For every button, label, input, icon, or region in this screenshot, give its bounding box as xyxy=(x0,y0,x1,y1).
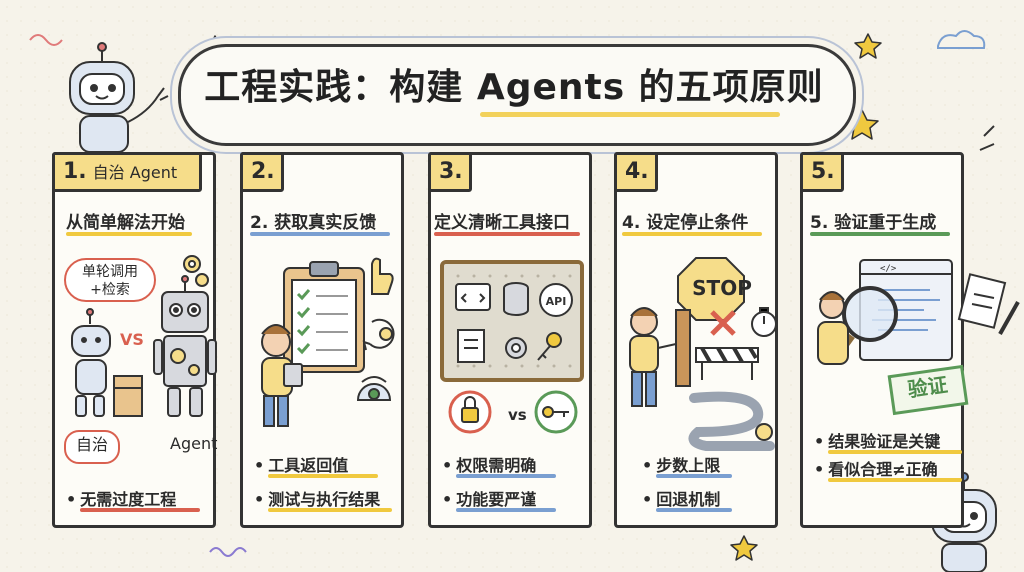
person-icon xyxy=(261,324,303,427)
panel-number: 1. xyxy=(63,159,87,184)
bullet-underline xyxy=(828,478,962,482)
panel-number: 3. xyxy=(439,159,463,184)
panel-4-heading: 4. 设定停止条件 xyxy=(622,213,749,233)
bullet-item: 权限需明确 xyxy=(442,452,536,476)
panel-number: 4. xyxy=(625,159,649,184)
bullet-item: 测试与执行结果 xyxy=(254,486,380,510)
panel-number: 2. xyxy=(251,159,275,184)
bullet-underline xyxy=(656,508,732,512)
panel-5-tab: 5. xyxy=(800,152,844,192)
box-icon xyxy=(113,375,143,417)
person-icon xyxy=(817,291,849,365)
bullet-item: 工具返回值 xyxy=(254,452,348,476)
gears-icon xyxy=(183,255,209,287)
panel-tab-label: 自治 Agent xyxy=(92,163,178,182)
robot-mascot-icon xyxy=(69,42,169,153)
small-robot-icon xyxy=(71,308,111,417)
clipboard-checklist-icon xyxy=(283,261,365,373)
single-call-label: 单轮调用 +检索 xyxy=(64,258,156,302)
bullet-underline xyxy=(456,474,556,478)
panel-number: 5. xyxy=(811,159,835,184)
squiggle-icon xyxy=(29,34,63,46)
agent-label: Agent xyxy=(170,434,218,453)
gear-icon xyxy=(505,337,527,359)
api-label: API xyxy=(546,295,567,308)
heading-underline xyxy=(66,232,192,236)
panel-5-illustration: </> xyxy=(817,259,1020,365)
thumbs-up-icon xyxy=(371,257,394,295)
key-icon xyxy=(537,332,562,361)
bullet-underline xyxy=(80,508,200,512)
vs-label: vs xyxy=(508,406,527,424)
star-icon xyxy=(730,535,758,561)
squiggle-icon xyxy=(209,547,247,557)
bullet-underline xyxy=(828,450,962,454)
stopwatch-icon xyxy=(751,307,777,337)
barrier-icon xyxy=(695,346,759,380)
heading-underline xyxy=(622,232,762,236)
code-icon xyxy=(455,283,491,311)
panel-4-tab: 4. xyxy=(614,152,658,192)
document-pen-icon xyxy=(957,273,1020,335)
panel-2-heading: 2. 获取真实反馈 xyxy=(250,213,377,233)
label-line: 单轮调用 xyxy=(82,264,138,280)
panel-4-illustration xyxy=(629,257,777,451)
vs-label: VS xyxy=(120,330,144,349)
bullet-item: 无需过度工程 xyxy=(66,486,176,510)
panel-3-illustration: API xyxy=(440,260,584,434)
big-robot-icon xyxy=(153,275,217,417)
bullet-underline xyxy=(656,474,732,478)
bullet-item: 回退机制 xyxy=(642,486,720,510)
panel-2-tab: 2. xyxy=(240,152,284,192)
bullet-underline xyxy=(456,508,556,512)
database-icon xyxy=(503,282,529,316)
heading-underline xyxy=(434,232,580,236)
cloud-icon xyxy=(937,30,986,49)
bullet-underline xyxy=(268,474,378,478)
panel-5-heading: 5. 验证重于生成 xyxy=(810,213,937,233)
panel-3-heading: 定义清晰工具接口 xyxy=(434,213,570,233)
title-highlight xyxy=(480,112,780,117)
x-mark-icon xyxy=(710,310,736,336)
person-icon xyxy=(629,307,691,407)
bullet-underline xyxy=(268,508,392,512)
cycle-arrows-icon xyxy=(362,318,395,351)
heading-underline xyxy=(810,232,950,236)
panel-1-heading: 从简单解法开始 xyxy=(66,213,185,233)
label-line: +检索 xyxy=(90,282,130,298)
panel-3-tab: 3. xyxy=(428,152,472,192)
document-icon xyxy=(457,329,485,363)
winding-road-icon xyxy=(688,391,775,451)
api-gear-icon xyxy=(539,283,573,317)
lock-icon xyxy=(448,390,492,434)
panel-1-illustration xyxy=(71,255,217,417)
code-window-label: </> xyxy=(880,264,897,274)
page-title: 工程实践：构建 Agents 的五项原则 xyxy=(204,67,824,108)
title-cloud xyxy=(178,44,856,146)
bullet-item: 功能要严谨 xyxy=(442,486,536,510)
bullet-item: 看似合理≠正确 xyxy=(814,456,937,480)
stop-label: STOP xyxy=(692,276,752,300)
heading-underline xyxy=(250,232,390,236)
panel-1-tab: 1. 自治 Agent xyxy=(52,152,202,192)
autonomy-label: 自治 xyxy=(64,430,120,464)
bullet-item: 结果验证是关键 xyxy=(814,428,940,452)
key-icon xyxy=(534,390,578,434)
sensor-icon xyxy=(356,376,392,401)
bullet-item: 步数上限 xyxy=(642,452,720,476)
star-icon xyxy=(854,33,882,59)
panel-2-illustration xyxy=(261,257,395,427)
